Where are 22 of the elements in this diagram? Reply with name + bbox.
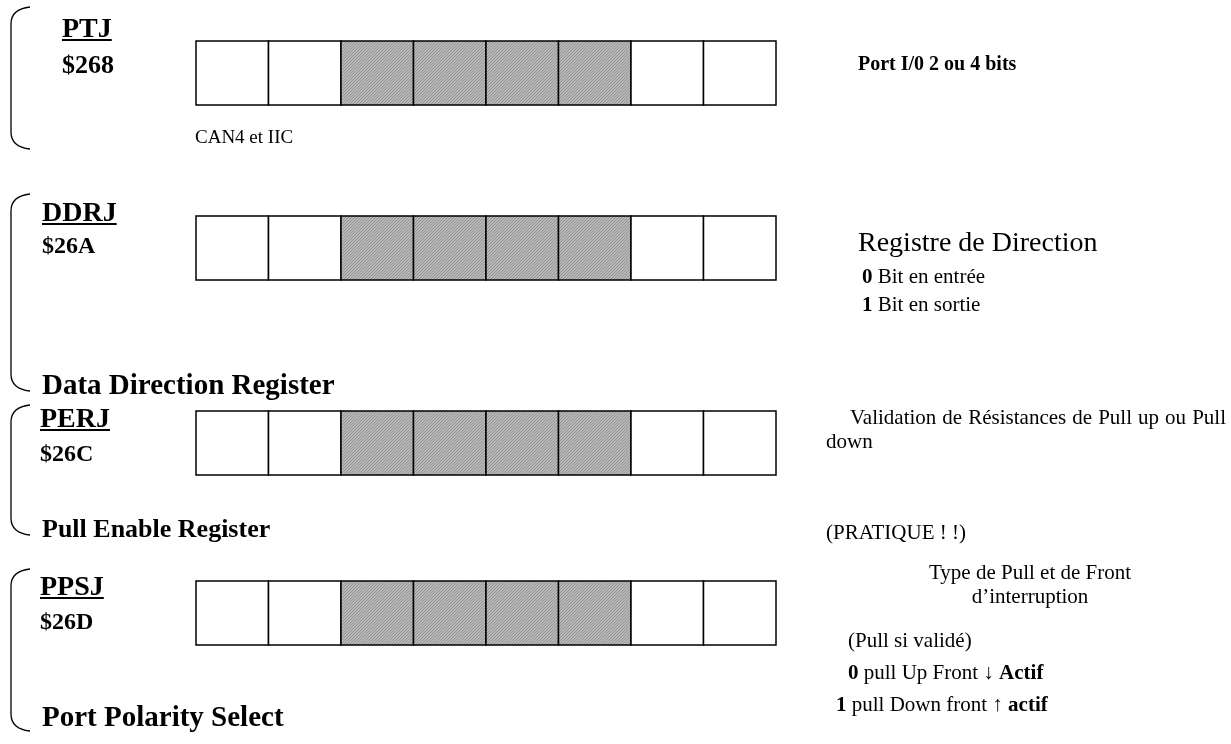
register-address: $26A xyxy=(42,232,96,260)
register-name: DDRJ xyxy=(42,196,117,229)
bit-value-text: 1 pull Down front ↑ actif xyxy=(836,692,1048,717)
register-description: Registre de Direction xyxy=(858,226,1098,259)
bit-value-text: 0 Bit en entrée xyxy=(862,264,986,289)
register-description: Port I/0 2 ou 4 bits xyxy=(858,52,1017,75)
register-address: $268 xyxy=(62,50,114,80)
register-description: Type de Pull et de Front d’interruption xyxy=(927,560,1133,609)
register-name: PERJ xyxy=(40,402,110,435)
register-full-name: Port Polarity Select xyxy=(42,700,284,734)
register-name: PTJ xyxy=(62,12,112,45)
register-address: $26C xyxy=(40,440,94,468)
note-text: (Pull si validé) xyxy=(848,628,972,653)
register-full-name: Data Direction Register xyxy=(42,368,335,402)
register-description: Validation de Résistances de Pull up ou Pull down xyxy=(826,405,1226,454)
bit-value-text: 1 Bit en sortie xyxy=(862,292,981,317)
note-text: CAN4 et IIC xyxy=(195,126,294,148)
register-address: $26D xyxy=(40,608,94,636)
register-full-name: Pull Enable Register xyxy=(42,514,271,544)
note-text: (PRATIQUE ! !) xyxy=(826,520,966,545)
bit-value-text: 0 pull Up Front ↓ Actif xyxy=(848,660,1044,685)
register-name: PPSJ xyxy=(40,570,104,603)
